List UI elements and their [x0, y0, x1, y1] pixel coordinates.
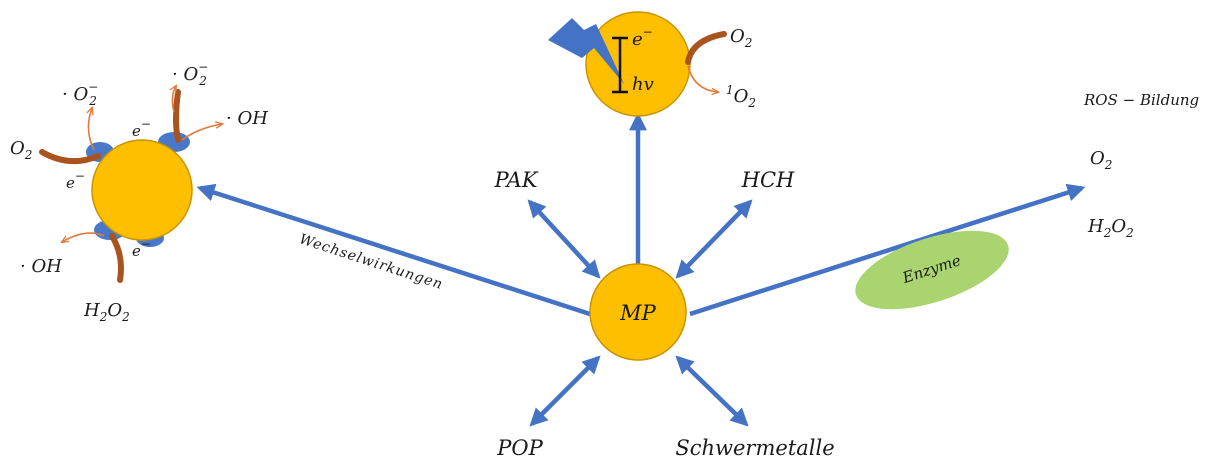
arrow-hydroxyl-a: [181, 124, 222, 141]
superoxide-a: · O−2: [62, 80, 98, 108]
label-schwermetalle: Schwermetalle: [675, 436, 834, 460]
mp-particle: MP: [589, 263, 687, 361]
superoxide-b: · O−2: [172, 60, 208, 88]
hydroxyl-b: · OH: [20, 256, 62, 277]
mp-label: MP: [619, 301, 657, 325]
photo-orange-arrow: [687, 65, 718, 92]
electron-left: e−: [66, 169, 85, 192]
photo-electron: e−: [632, 25, 653, 50]
electron-top: e−: [132, 117, 151, 140]
arrow-superoxide-b: [172, 86, 176, 113]
arrow-pak: [527, 199, 601, 279]
ros-peroxide: H2O2: [1087, 216, 1134, 240]
curve-oxygen: [39, 149, 101, 165]
surface-oxygen: O2: [10, 138, 32, 162]
surface-particle: · O−2 · O−2 · OH · OH O2 H2O2 e− e− e−: [10, 60, 268, 324]
label-pak: PAK: [493, 168, 538, 192]
arrow-pop: [529, 355, 601, 427]
arrow-wechselwirkungen: [196, 183, 591, 317]
surface-peroxide: H2O2: [83, 300, 130, 324]
ros-section: Enzyme ROS − Bildung O2 H2O2: [855, 91, 1199, 310]
curve-top: [173, 89, 181, 143]
arrow-schwermetalle: [675, 355, 749, 427]
arrow-hydroxyl-b: [62, 232, 105, 242]
label-hch: HCH: [741, 168, 795, 192]
photo-brown-curve: [685, 31, 727, 65]
photo-oxygen: O2: [730, 26, 752, 50]
enzyme-ellipse: [855, 230, 1009, 310]
electron-bottom: e−: [132, 237, 151, 260]
label-pop: POP: [496, 436, 543, 460]
photo-particle: e− hv O2 1O2: [548, 11, 756, 117]
arrow-superoxide-a: [88, 108, 95, 151]
lightning-icon: [548, 18, 624, 84]
photo-singlet-oxygen: 1O2: [726, 83, 756, 110]
ros-oxygen: O2: [1090, 148, 1112, 172]
hydroxyl-a: · OH: [226, 108, 268, 129]
energy-level-bar: [612, 36, 628, 94]
curve-peroxide: [109, 233, 124, 283]
arrow-hch: [675, 199, 753, 279]
ros-title: ROS − Bildung: [1083, 91, 1199, 109]
connection-arrows: [196, 112, 1086, 427]
arrow-ros-bildung: [689, 183, 1086, 317]
photo-hv: hv: [632, 74, 654, 95]
